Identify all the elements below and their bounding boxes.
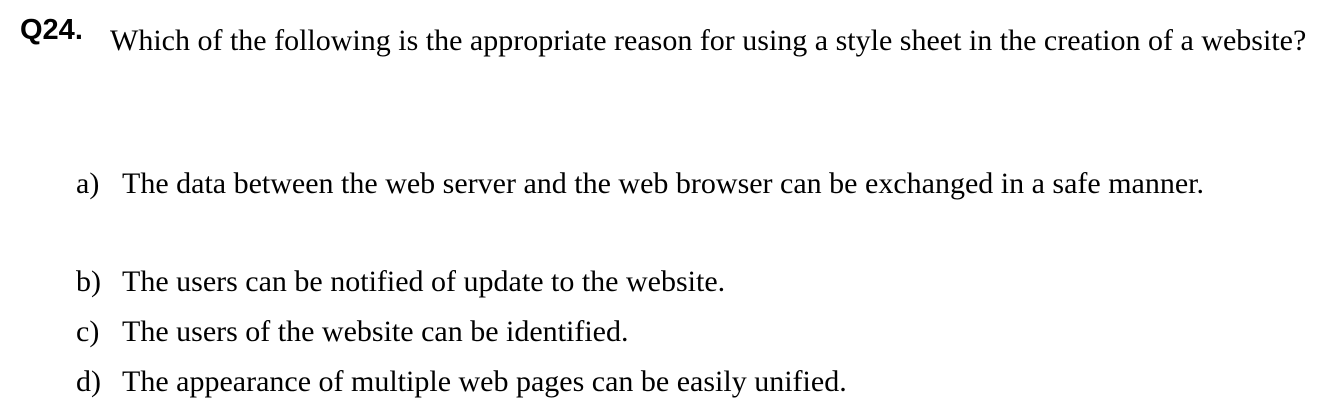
question-number: Q24. (20, 14, 83, 46)
option-letter: b) (76, 265, 101, 298)
option-text: The users can be notified of update to t… (122, 265, 726, 298)
option-text: The appearance of multiple web pages can… (122, 365, 847, 398)
question-text: Which of the following is the appropriat… (110, 24, 1307, 57)
option-letter: c) (76, 315, 100, 348)
option-letter: d) (76, 365, 101, 398)
option-letter: a) (76, 167, 100, 200)
option-text: The users of the website can be identifi… (122, 315, 629, 348)
option-text: The data between the web server and the … (122, 167, 1205, 200)
